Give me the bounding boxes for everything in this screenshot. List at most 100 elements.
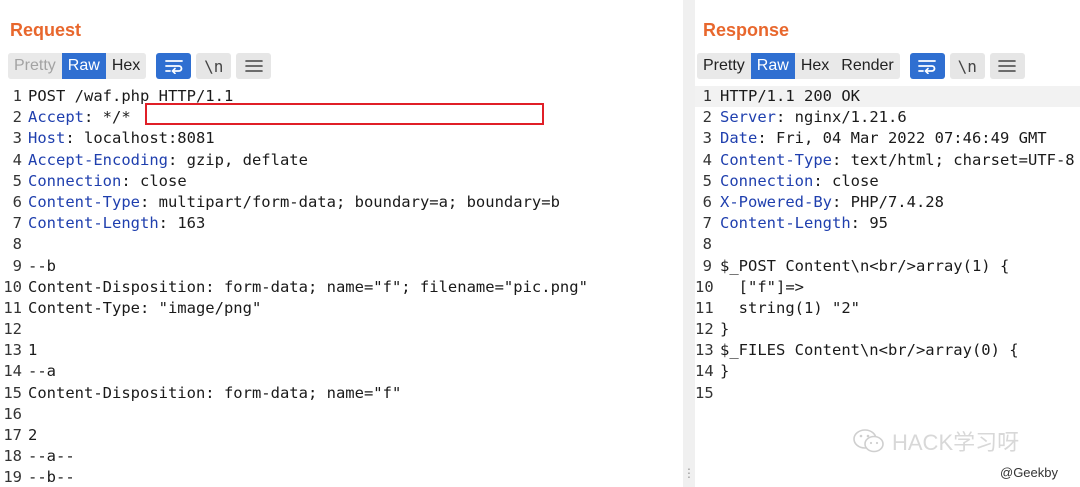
code-line: 13 1: [0, 340, 683, 361]
header-name: Connection: [28, 171, 122, 190]
line-content: Date: Fri, 04 Mar 2022 07:46:49 GMT: [712, 128, 1047, 149]
line-number: 11: [695, 298, 714, 317]
pane-divider[interactable]: ···: [683, 0, 695, 487]
request-toolbar: Pretty Raw Hex \n: [8, 53, 272, 79]
newline-icon: \n: [204, 56, 224, 76]
line-number: 16: [3, 404, 22, 423]
line-content: ["f"]=>: [712, 277, 804, 298]
response-tab-render[interactable]: Render: [835, 53, 900, 79]
line-number: 2: [702, 108, 712, 127]
request-newline-button[interactable]: \n: [196, 53, 232, 79]
header-value: : localhost:8081: [65, 129, 215, 148]
line-content: HTTP/1.1 200 OK: [712, 86, 860, 107]
line-content: [22, 404, 28, 425]
line-number: 14: [3, 362, 22, 381]
line-number: 19: [3, 468, 22, 487]
request-tab-pretty[interactable]: Pretty: [8, 53, 62, 79]
header-name: Accept: [28, 108, 84, 127]
header-value: --a: [28, 362, 56, 381]
request-wrap-button[interactable]: [156, 53, 192, 79]
line-content: --b--: [22, 467, 75, 487]
response-view-tabs: Pretty Raw Hex Render: [697, 53, 900, 79]
line-content: [22, 319, 28, 340]
header-value: Content-Disposition: form-data; name="f"…: [28, 277, 588, 296]
line-content: Connection: close: [22, 171, 187, 192]
header-value: : PHP/7.4.28: [831, 192, 944, 211]
line-number: 13: [3, 341, 22, 360]
header-name: Content-Type: [28, 192, 140, 211]
line-content: Host: localhost:8081: [22, 128, 215, 149]
header-value: : 163: [158, 214, 206, 233]
line-content: Server: nginx/1.21.6: [712, 107, 907, 128]
header-name: Content-Length: [28, 214, 159, 233]
header-name: Content-Length: [720, 214, 851, 233]
line-content: 1: [22, 340, 37, 361]
line-content: --b: [22, 256, 56, 277]
line-content: Accept: */*: [22, 107, 131, 128]
response-tab-raw[interactable]: Raw: [750, 53, 795, 79]
line-number: 4: [702, 150, 712, 169]
line-number: 7: [702, 214, 712, 233]
header-name: Accept-Encoding: [28, 150, 168, 169]
highlight-box: [145, 103, 544, 125]
header-name: Host: [28, 129, 66, 148]
line-number: 17: [3, 426, 22, 444]
code-line: 9--b: [0, 256, 683, 277]
line-number: 6: [702, 192, 712, 211]
header-name: Server: [720, 108, 776, 127]
line-number: 3: [12, 129, 22, 148]
line-number: 18: [3, 447, 22, 466]
header-value: --b: [28, 256, 56, 275]
code-line: 11 string(1) "2": [695, 298, 1080, 319]
line-content: Content-Type: text/html; charset=UTF-8: [712, 150, 1075, 171]
line-content: Content-Length: 163: [22, 213, 205, 234]
header-value: }: [720, 362, 730, 381]
header-value: : gzip, deflate: [167, 150, 308, 169]
line-number: 12: [695, 320, 714, 339]
line-number: 4: [12, 150, 22, 169]
code-line: 19--b--: [0, 467, 683, 487]
header-value: HTTP/1.1 200 OK: [720, 87, 860, 105]
drag-handle-icon: ···: [686, 460, 692, 484]
line-number: 5: [12, 171, 22, 190]
line-content: [712, 234, 720, 255]
line-content: Content-Type: multipart/form-data; bound…: [22, 192, 560, 213]
request-tab-raw[interactable]: Raw: [61, 53, 106, 79]
header-value: 2: [28, 426, 38, 444]
response-menu-button[interactable]: [989, 53, 1025, 79]
response-wrap-button[interactable]: [909, 53, 945, 79]
line-number: 12: [3, 320, 22, 339]
header-name: Date: [720, 129, 758, 148]
request-tab-hex[interactable]: Hex: [105, 53, 147, 79]
header-value: : text/html; charset=UTF-8: [831, 150, 1075, 169]
line-number: 13: [695, 341, 714, 360]
response-tab-pretty[interactable]: Pretty: [697, 53, 751, 79]
response-newline-button[interactable]: \n: [949, 53, 985, 79]
header-value: 1: [28, 341, 38, 360]
line-content: string(1) "2": [712, 298, 860, 319]
response-tab-hex[interactable]: Hex: [794, 53, 836, 79]
request-menu-button[interactable]: [236, 53, 272, 79]
header-value: }: [720, 320, 730, 339]
code-line: 8: [0, 234, 683, 255]
line-number: 6: [12, 192, 22, 211]
header-value: : close: [813, 171, 879, 190]
line-number: 8: [12, 235, 22, 254]
header-value: : 95: [850, 214, 888, 233]
line-content: }: [712, 361, 729, 382]
request-title: Request: [10, 20, 82, 40]
line-content: Accept-Encoding: gzip, deflate: [22, 150, 308, 171]
watermark: HACK学习呀: [852, 425, 1019, 457]
